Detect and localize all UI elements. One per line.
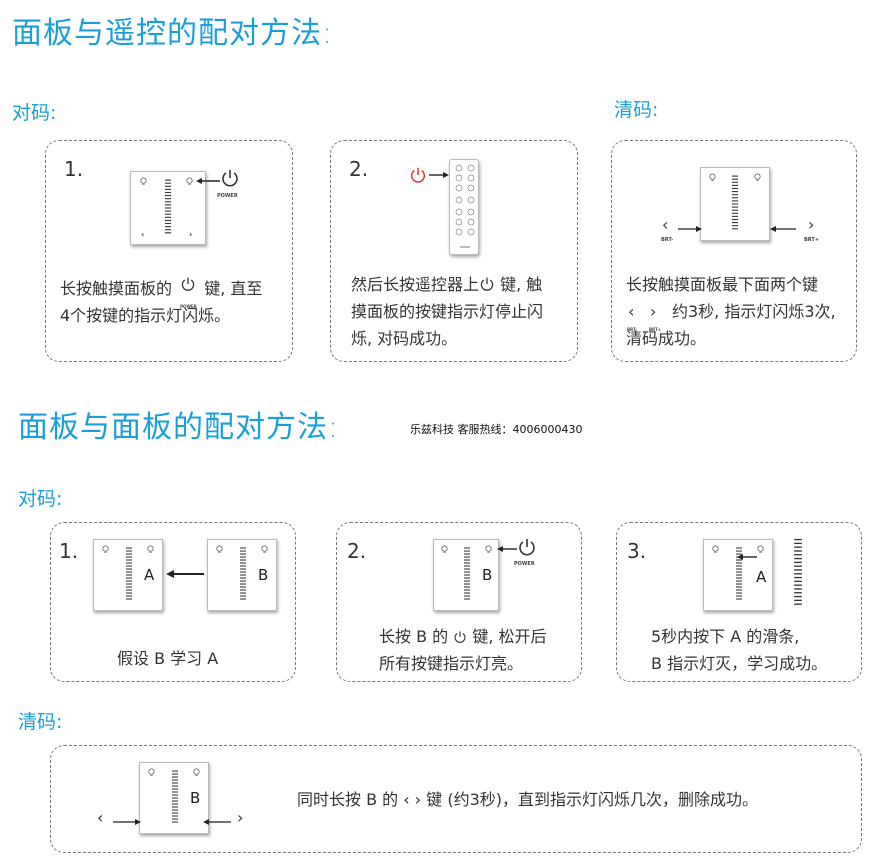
remote-control <box>449 159 479 255</box>
slider-icon <box>728 174 742 236</box>
power-icon <box>479 276 495 292</box>
bulb-icon <box>101 545 110 554</box>
chevron-right-icon: › <box>808 215 815 234</box>
panel-a: A <box>93 539 163 611</box>
slider-icon <box>122 546 136 606</box>
slider-icon <box>168 769 182 829</box>
section2-title: 面板与面板的配对方法: <box>18 410 340 445</box>
s2-step3-text: 5秒内按下 A 的滑条, B 指示灯灭，学习成功。 <box>651 627 828 673</box>
panel-b: B <box>139 762 209 834</box>
s1-clear-box: ‹ BRT- › BRT+ 长按触摸面板最下面两个键 ‹ › BRT- BRT+… <box>611 140 857 362</box>
s2-step3-box: 3. A 5秒内按下 A 的滑条, B 指示灯灭，学习成功。 <box>616 522 862 682</box>
touch-panel: ‹ › <box>130 171 206 245</box>
slider-icon <box>236 546 250 606</box>
step-number: 2. <box>349 157 369 181</box>
step-number: 1. <box>64 157 84 181</box>
chevron-left-icon: ‹ <box>141 230 145 239</box>
bulb-icon <box>139 177 148 186</box>
bulb-icon <box>440 545 449 554</box>
slider-icon <box>161 178 175 240</box>
slider-icon <box>789 537 807 613</box>
bulb-icon <box>756 545 765 554</box>
section1-pair-label: 对码: <box>12 102 57 124</box>
label-a: A <box>144 566 155 584</box>
chevron-left-icon: ‹ <box>662 215 669 234</box>
bulb-icon <box>146 545 155 554</box>
bulb-icon <box>260 545 269 554</box>
power-icon <box>180 276 196 292</box>
bulb-icon <box>484 545 493 554</box>
s1-step1-box: 1. ‹ › POWER 长按触摸面板的 POWER 键, 直至 4个按键的指示… <box>45 140 293 362</box>
label-b: B <box>258 566 269 584</box>
s1-step2-box: 2. 然后长按遥控器上 键, 触 摸面板的按键指示灯停止闪 烁, 对码成功。 <box>330 140 578 362</box>
s2-clear-text: 同时长按 B 的 ‹ › 键 (约3秒)，直到指示灯闪烁几次，删除成功。 <box>297 790 759 809</box>
arrow-icon <box>113 819 141 825</box>
bulb-icon <box>753 173 762 182</box>
step-number: 3. <box>627 539 647 563</box>
s2-step2-box: 2. B POWER 长按 B 的 键, 松开后 所有按键指示灯亮。 <box>336 522 582 682</box>
s1-step2-text: 然后长按遥控器上 键, 触 摸面板的按键指示灯停止闪 烁, 对码成功。 <box>351 275 544 348</box>
hotline-text: 乐兹科技 客服热线：4006000430 <box>410 423 583 436</box>
power-icon <box>517 537 537 557</box>
arrow-icon <box>678 226 702 232</box>
bulb-icon <box>215 545 224 554</box>
arrow-icon <box>497 546 517 552</box>
arrow-icon <box>737 554 757 560</box>
chevron-left-icon: ‹ <box>628 302 635 321</box>
chevron-left-icon: ‹ <box>97 808 104 827</box>
label-b: B <box>482 566 493 584</box>
s2-step1-text: 假设 B 学习 A <box>117 649 219 668</box>
section1-title: 面板与遥控的配对方法: <box>12 16 334 51</box>
arrow-icon <box>166 570 204 578</box>
section2-pair-label: 对码: <box>18 488 63 510</box>
power-caption: POWER <box>514 561 535 567</box>
label-b: B <box>190 789 201 807</box>
chevron-right-icon: › <box>189 230 193 239</box>
section1-clear-label: 清码: <box>614 99 659 121</box>
power-icon <box>220 168 240 188</box>
panel-b: B <box>207 539 277 611</box>
s2-clear-box: B ‹ › 同时长按 B 的 ‹ › 键 (约3秒)，直到指示灯闪烁几次，删除成… <box>50 745 862 853</box>
arrow-icon <box>196 178 220 184</box>
arrow-icon <box>429 172 449 178</box>
chevron-right-icon: › <box>414 790 422 809</box>
step-number: 1. <box>59 539 79 563</box>
panel-a: A <box>703 539 773 611</box>
touch-panel <box>700 167 770 241</box>
bulb-icon <box>192 768 201 777</box>
s1-step1-text: 长按触摸面板的 POWER 键, 直至 4个按键的指示灯闪烁。 <box>60 275 262 329</box>
brt-plus-caption: BRT+ <box>804 237 820 243</box>
power-icon <box>453 630 467 644</box>
step-number: 2. <box>347 539 367 563</box>
s1-clear-text: 长按触摸面板最下面两个键 ‹ › BRT- BRT+ 约3秒, 指示灯闪烁3次,… <box>626 275 836 348</box>
bulb-icon <box>708 173 717 182</box>
chevron-right-icon: › <box>237 808 244 827</box>
remote-buttons-icon <box>455 164 475 248</box>
panel-b: B <box>433 539 499 611</box>
power-icon <box>409 166 427 184</box>
bulb-icon <box>711 545 720 554</box>
power-caption: POWER <box>217 193 238 199</box>
chevron-left-icon: ‹ <box>403 790 410 809</box>
label-a: A <box>756 568 767 586</box>
arrow-icon <box>770 226 796 232</box>
bulb-icon <box>147 768 156 777</box>
s2-step1-box: 1. A B 假设 B 学习 A <box>50 522 296 682</box>
brt-minus-caption: BRT- <box>661 237 674 243</box>
slider-icon <box>460 546 474 606</box>
section2-clear-label: 清码: <box>18 711 63 733</box>
s2-step2-text: 长按 B 的 键, 松开后 所有按键指示灯亮。 <box>379 627 547 673</box>
bulb-icon <box>185 177 194 186</box>
chevron-right-icon: › <box>650 302 657 321</box>
arrow-icon <box>203 819 231 825</box>
